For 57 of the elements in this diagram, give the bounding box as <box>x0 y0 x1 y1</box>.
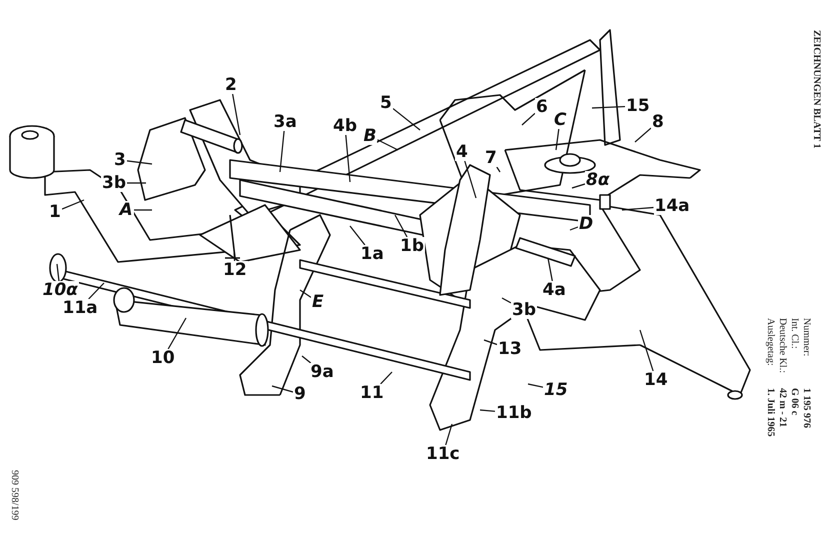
leader-line <box>394 214 408 238</box>
leader-line <box>522 112 536 126</box>
callout-label: 6 <box>535 98 549 116</box>
leader-line <box>134 209 152 211</box>
leader-line <box>350 226 366 246</box>
leader-line <box>127 182 146 184</box>
callout-label: 3b <box>511 301 537 319</box>
leader-line <box>634 128 652 142</box>
callout-label: 8 <box>651 113 665 131</box>
callout-label: 2 <box>224 76 238 94</box>
table-cell: Auslegetag: <box>765 318 776 366</box>
table-cell: Int. Cl.: <box>789 318 800 349</box>
callout-label: 5 <box>379 94 393 112</box>
table-cell: Nummer: <box>801 318 812 356</box>
callout-label: 7 <box>484 149 498 167</box>
leader-line <box>345 134 351 182</box>
table-cell: 42 m - 21 <box>777 388 788 428</box>
leader-line <box>56 264 60 282</box>
leader-line <box>496 166 500 172</box>
leader-line <box>232 94 241 136</box>
leader-line <box>572 183 586 189</box>
leader-line <box>555 128 560 150</box>
leader-line <box>528 383 544 388</box>
sheet-heading: ZEICHNUNGEN BLATT 1 <box>811 30 822 149</box>
leader-line <box>445 424 453 446</box>
leader-line <box>622 206 654 211</box>
table-cell: G 06 c <box>789 388 800 416</box>
leader-line <box>126 160 152 165</box>
callout-label: 1b <box>399 237 425 255</box>
leader-line <box>300 290 312 298</box>
leader-line <box>279 130 285 172</box>
leader-line <box>272 385 294 393</box>
leader-line <box>464 160 477 198</box>
table-cell: Deutsche Kl.: <box>777 318 788 373</box>
table-cell: 1. Juli 1965 <box>765 388 776 437</box>
leader-line <box>380 372 392 384</box>
leader-line <box>62 199 84 210</box>
leader-line <box>570 226 578 231</box>
leader-line <box>168 318 187 350</box>
table-cell: 1 195 976 <box>801 388 812 428</box>
leader-line <box>480 409 496 412</box>
callout-label: C <box>553 111 568 129</box>
leader-line <box>377 139 398 151</box>
leader-line <box>639 330 654 372</box>
callout-label: 3b <box>101 174 127 192</box>
leader-line <box>302 356 312 364</box>
callout-label: 14a <box>654 197 691 215</box>
leader-line <box>592 106 626 109</box>
leader-line <box>392 108 420 130</box>
leader-line <box>88 282 104 300</box>
leader-line <box>233 250 236 262</box>
callout-label: B <box>362 127 378 145</box>
leader-line <box>547 258 553 282</box>
leader-line <box>484 339 498 346</box>
leader-line <box>502 297 512 304</box>
print-number: 909 598/199 <box>9 470 20 520</box>
callout-label: 4 <box>455 143 469 161</box>
